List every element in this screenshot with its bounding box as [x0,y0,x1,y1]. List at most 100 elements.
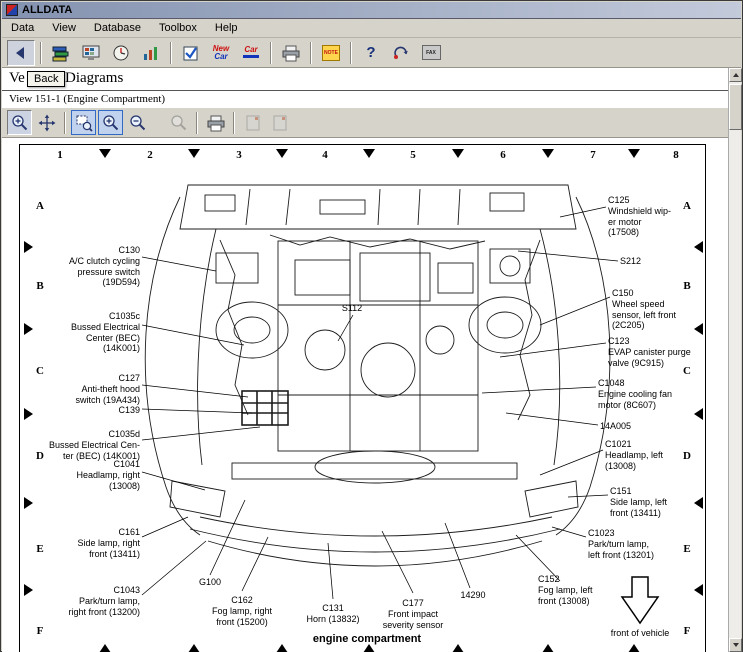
callout-c1035c: C1035c Bussed Electrical Center (BEC) (1… [70,311,140,354]
zoom-minus-button[interactable] [125,110,150,135]
check-book-icon [183,46,198,60]
callout-c130: C130 A/C clutch cycling pressure switch … [68,245,140,288]
vertical-scrollbar[interactable] [728,68,742,652]
callout-c123: C123 EVAP canister purge valve (9C915) [608,336,691,368]
toolbar-separator [350,41,352,64]
engine-compartment-drawing [24,149,703,652]
zoom-toolbar [2,107,731,138]
car-underline-swoosh [243,54,259,58]
car-button[interactable]: Car [237,40,265,66]
callout-c151: C151 Side lamp, left front (13411) [610,486,668,518]
grid-row-label: A [683,200,691,212]
grid-column-label: 4 [322,149,328,161]
scroll-thumb[interactable] [729,84,742,130]
leader-lines [141,206,619,600]
pan-button[interactable] [34,110,59,135]
up-arrow-icon [732,73,739,77]
grid-row-label: A [36,200,44,212]
callout-14a005: 14A005 [600,421,632,431]
specifications-button[interactable] [137,40,165,66]
toolbar-separator [310,41,312,64]
window-title: ALLDATA [22,4,73,16]
callout-c131: C131 Horn (13832) [306,603,360,624]
grid-row-label: F [36,625,44,637]
scroll-up-button[interactable] [729,68,742,82]
page-icon [246,115,259,130]
menu-data[interactable]: Data [11,22,35,34]
history-button[interactable] [107,40,135,66]
new-car-icon: New Car [212,43,230,61]
fax-button[interactable]: FAX [417,40,445,66]
menu-help[interactable]: Help [214,22,238,34]
grid-row-label: C [36,365,44,377]
new-car-button[interactable]: New Car [207,40,235,66]
vehicle-data-button[interactable] [47,40,75,66]
menu-bar: Data View Database Toolbox Help [2,19,741,38]
diagram-panel[interactable]: 1 2 3 4 5 6 7 8 A B C D E F A B C D E F … [19,144,706,652]
notes-button[interactable]: NOTE [317,40,345,66]
magnifier-plus-icon [11,114,27,130]
diagram-caption: engine compartment [312,633,422,645]
diagram-print-button[interactable] [203,110,228,135]
callout-c125: C125 Windshield wip- er motor (17508) [608,195,672,238]
callout-14290: 14290 [460,590,486,600]
grid-row-label: E [683,543,691,555]
zoom-window-icon [76,115,93,132]
print-button[interactable] [277,40,305,66]
zoom-window-button[interactable] [71,110,96,135]
grid-column-label: 8 [673,149,679,161]
grid-triangles [24,149,703,652]
grid-column-label: 1 [57,149,63,161]
callout-c161: C161 Side lamp, right front (13411) [77,527,140,559]
checklist-button[interactable] [177,40,205,66]
grid-column-label: 6 [500,149,506,161]
menu-toolbox[interactable]: Toolbox [159,22,197,34]
zoom-in-button[interactable] [7,110,32,135]
car-icon: Car [243,45,259,60]
main-toolbar: New Car Car NOTE ? [2,38,741,68]
tab-vehicle[interactable]: Ve [9,70,25,86]
books-icon [52,46,69,61]
tab-diagrams[interactable]: Diagrams [65,70,124,86]
grid-column-label: 5 [410,149,416,161]
zoom-plus-button[interactable] [98,110,123,135]
component-search-button[interactable] [77,40,105,66]
front-of-vehicle-arrow [620,576,660,625]
toolbar-separator [40,41,42,64]
grid-row-label: D [36,450,44,462]
refresh-arrows-icon [394,46,408,59]
callout-c1035d: C1035d Bussed Electrical Cen- ter (BEC) … [48,429,140,461]
callout-c1023: C1023 Park/turn lamp, left front (13201) [588,528,655,560]
callout-c150: C150 Wheel speed sensor, left front (2C2… [612,288,677,331]
page-layout-1-button [240,110,265,135]
menu-view[interactable]: View [52,22,76,34]
callout-c162: C162 Fog lamp, right front (15200) [211,595,273,627]
back-arrow-icon [16,46,24,59]
page-icon [273,115,286,130]
grid-row-label: B [683,280,691,292]
magnifier-minus-icon [129,114,145,130]
grid-column-label: 3 [236,149,242,161]
callout-c1048: C1048 Engine cooling fan motor (8C607) [598,378,673,410]
callout-g100: G100 [198,577,222,587]
printer-icon [282,45,300,61]
title-bar[interactable]: ALLDATA [2,2,741,19]
callout-c1043: C1043 Park/turn lamp, right front (13200… [68,585,140,617]
zoombar-separator [233,111,235,134]
help-button[interactable]: ? [357,40,385,66]
magnifier-icon [170,114,186,130]
line-art [144,184,611,567]
back-button[interactable] [7,39,35,66]
grid-column-label: 7 [590,149,596,161]
callout-s212: S212 [620,256,642,266]
menu-database[interactable]: Database [93,22,141,34]
scroll-down-button[interactable] [729,638,742,652]
grid-row-label: C [683,365,691,377]
app-icon [6,4,18,16]
monitor-grid-icon [82,45,100,60]
refresh-button[interactable] [387,40,415,66]
back-tooltip: Back [27,71,66,87]
page-layout-2-button [267,110,292,135]
down-arrow-icon [732,643,739,647]
callout-c177: C177 Front impact severity sensor [382,598,444,630]
